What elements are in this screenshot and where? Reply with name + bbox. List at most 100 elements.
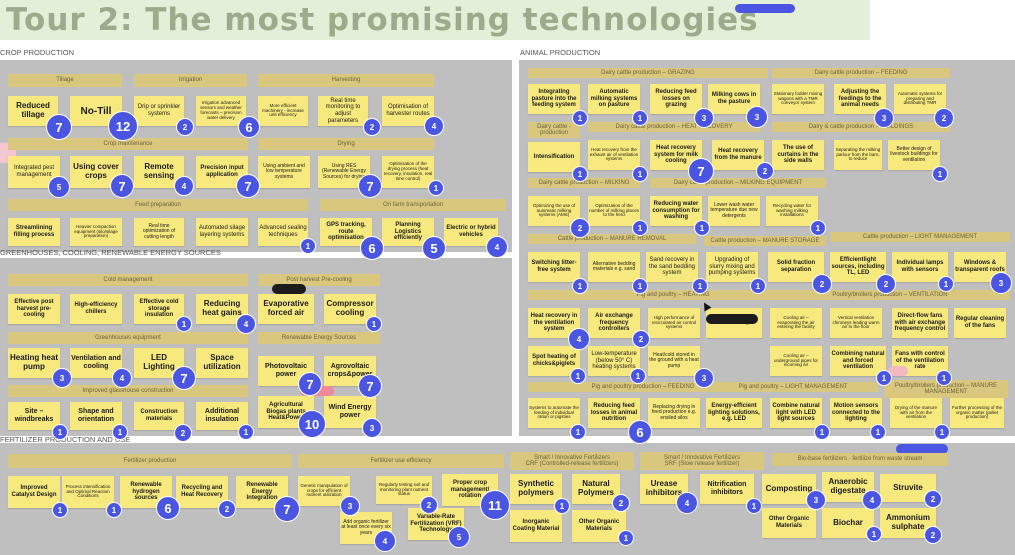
note-auto-feeding[interactable]: Systems to automate the feeding of indiv… [528, 398, 580, 428]
vote-count-precision[interactable]: 7 [236, 174, 260, 198]
vote-count-proper-crop[interactable]: 11 [480, 490, 510, 520]
vote-count-cover-crops[interactable]: 7 [110, 174, 134, 198]
note-heat-ventilation[interactable]: Heat recovery in the ventilation system [528, 308, 580, 338]
vote-count-integrated-pest[interactable]: 5 [48, 176, 70, 198]
note-space-utilization[interactable]: Space utilization [196, 348, 248, 378]
vote-count-air-exchange[interactable]: 2 [632, 330, 650, 348]
vote-count-ind-lamps[interactable]: 1 [938, 276, 954, 292]
vote-count-motion[interactable]: 1 [870, 424, 886, 440]
vote-count-natural[interactable]: 2 [612, 494, 630, 512]
note-alt-bedding[interactable]: Alternative bedding materials e.g. sand [588, 252, 640, 282]
note-site-windbreaks[interactable]: Site – windbreaks [8, 402, 60, 430]
vote-count-no-till[interactable]: 12 [108, 111, 138, 141]
vote-count-combine-light[interactable]: 1 [814, 424, 830, 440]
vote-count-sand-recovery[interactable]: 1 [692, 278, 708, 294]
vote-count-construction[interactable]: 2 [174, 424, 192, 442]
vote-count-catalyst[interactable]: 1 [52, 502, 68, 518]
vote-count-alt-bedding[interactable]: 1 [632, 278, 648, 294]
vote-count-gps[interactable]: 6 [360, 236, 384, 260]
note-add-organic[interactable]: Add organic fertilizer at least once eve… [340, 512, 392, 544]
vote-count-photovoltaic[interactable]: 7 [298, 372, 322, 396]
note-auto-milking-pasture[interactable]: Automatic milking systems on pasture [588, 84, 640, 114]
note-natural-polymers[interactable]: Natural Polymers [572, 474, 620, 504]
vote-count-milking-cows[interactable]: 3 [746, 106, 768, 128]
note-separating-parlour[interactable]: Separating the milking parlour from the … [834, 140, 882, 170]
vote-count-reducing-feed[interactable]: 3 [694, 108, 714, 128]
vote-count-switching[interactable]: 1 [572, 278, 588, 294]
vote-count-genetic[interactable]: 3 [340, 496, 360, 516]
note-high-performance[interactable]: High performance of recirculated air con… [648, 308, 700, 338]
vote-count-upgrading[interactable]: 1 [750, 278, 766, 294]
vote-count-planning[interactable]: 5 [422, 236, 446, 260]
vote-count-combining-nat[interactable]: 1 [876, 370, 892, 386]
note-heating-heat-pump[interactable]: Heating heat pump [8, 348, 60, 378]
note-reducing-water[interactable]: Reducing water consumption for washing [650, 196, 702, 226]
note-anaerobic-digestate[interactable]: Anaerobic digestate [822, 472, 874, 502]
note-further-processing[interactable]: Further processing of the organic matter… [950, 398, 1004, 428]
note-cooling-underground[interactable]: Cooling air – underground pipes for inco… [770, 346, 822, 376]
note-cooling-air-evap[interactable]: Cooling air – evaporating the air enteri… [770, 308, 822, 338]
vote-count-opt-drying[interactable]: 1 [428, 180, 444, 196]
note-upgrading-slurry[interactable]: Upgrading of slurry mixing and pumping s… [706, 252, 758, 282]
note-recycling-water[interactable]: Recycling water for washing milking inst… [766, 196, 818, 226]
note-shape-orientation[interactable]: Shape and orientation [70, 402, 122, 430]
note-realtime-monitoring[interactable]: Real time monitoring to adjust parameter… [318, 96, 368, 126]
note-better-design[interactable]: Better design of livestock buildings for… [888, 140, 940, 170]
vote-count-opt-milk[interactable]: 2 [570, 218, 590, 238]
note-evaporative[interactable]: Evaporative forced air [258, 294, 314, 324]
vote-count-renewable-h2[interactable]: 6 [156, 496, 180, 520]
note-opt-milking-places[interactable]: Optimization of the number of milking pl… [588, 196, 640, 226]
vote-count-recycle-water[interactable]: 1 [810, 220, 826, 236]
vote-count-heat-milk[interactable]: 7 [688, 158, 714, 184]
vote-count-biogas[interactable]: 10 [298, 410, 326, 438]
note-additional-insulation[interactable]: Additional insulation [196, 402, 248, 430]
vote-count-struvite[interactable]: 2 [924, 490, 942, 508]
note-low-temp-heating[interactable]: Low-temperature (below 50° C) heating sy… [588, 346, 640, 376]
vote-count-heat-exhaust[interactable]: 1 [632, 166, 648, 182]
vote-count-intensification[interactable]: 1 [572, 166, 588, 182]
note-switching-litter[interactable]: Switching litter-free system [528, 252, 580, 282]
note-realtime-cutting[interactable]: Real time optimization of cutting length [134, 218, 184, 246]
vote-count-biochar[interactable]: 1 [866, 526, 882, 542]
vote-count-windows[interactable]: 3 [990, 272, 1012, 294]
vote-count-composting[interactable]: 3 [806, 490, 826, 510]
note-combine-natural-light[interactable]: Combine natural light with LED light sou… [770, 398, 822, 428]
note-reducing-feed-grazing[interactable]: Reducing feed losses on grazing [650, 84, 702, 114]
note-integrating-pasture[interactable]: Integrating pasture into the feeding sys… [528, 84, 580, 114]
note-energy-efficient-light[interactable]: Energy-efficient lighting solutions, e.g… [706, 398, 762, 428]
note-efficient-light[interactable]: Efficientlight sources, including TL, LE… [830, 252, 886, 282]
note-individual-lamps[interactable]: Individual lamps with sensors [892, 252, 948, 282]
vote-count-auto-prep[interactable]: 2 [934, 108, 954, 128]
vote-count-site[interactable]: 1 [52, 424, 68, 440]
note-regular-cleaning[interactable]: Regular cleaning of the fans [954, 308, 1006, 338]
vote-count-heat-cold[interactable]: 3 [694, 368, 714, 388]
vote-count-vent-cooling[interactable]: 4 [112, 368, 132, 388]
vote-count-drying-manure[interactable]: 1 [934, 424, 950, 440]
note-improved-catalyst[interactable]: Improved Catalyst Design [8, 476, 60, 508]
note-photovoltaic[interactable]: Photovoltaic power [258, 356, 314, 386]
note-vrf[interactable]: Variable-Rate Fertilization (VRF) Techno… [408, 508, 464, 540]
note-heavier-compaction[interactable]: Heavier compaction equipment (silo/silag… [70, 218, 122, 246]
vote-count-high-eff[interactable]: 1 [176, 316, 192, 332]
vote-count-better-design[interactable]: 1 [932, 166, 948, 182]
vote-count-synthetic[interactable]: 1 [554, 498, 570, 514]
vote-count-integrating[interactable]: 1 [572, 110, 588, 126]
note-other-organic[interactable]: Other Organic Materials [572, 510, 626, 542]
vote-count-renewable-int[interactable]: 7 [274, 496, 300, 522]
vote-count-eff-light[interactable]: 2 [876, 274, 896, 294]
note-efficient-machinery[interactable]: More efficient machinery - increase unit… [258, 96, 308, 126]
note-integrated-pest[interactable]: Integrated pest management [8, 156, 60, 188]
note-direct-flow-fans[interactable]: Direct-flow fans with air exchange frequ… [892, 308, 948, 338]
vote-count-urease[interactable]: 4 [676, 492, 698, 514]
note-irrigation-advanced[interactable]: Irrigation advanced sensors and weather … [196, 96, 246, 126]
note-renewable-integration[interactable]: Renewable Energy Integration [236, 476, 288, 508]
note-heat-manure[interactable]: Heat recovery from the manure [712, 140, 764, 170]
vote-count-realtime[interactable]: 2 [363, 118, 381, 136]
note-cold-storage[interactable]: Effective cold storage insulation [134, 294, 184, 324]
note-vertical-ventilation[interactable]: Vertical ventilation chimneys leading wa… [830, 308, 882, 338]
vote-count-reducing-heat[interactable]: 4 [236, 314, 256, 334]
note-intensification[interactable]: Intensification [528, 142, 580, 172]
vote-count-solid-frac[interactable]: 2 [812, 274, 832, 294]
vote-count-led[interactable]: 7 [172, 366, 196, 390]
note-heat-cold-ground[interactable]: Heat/cold stored in the ground with a he… [648, 346, 700, 376]
